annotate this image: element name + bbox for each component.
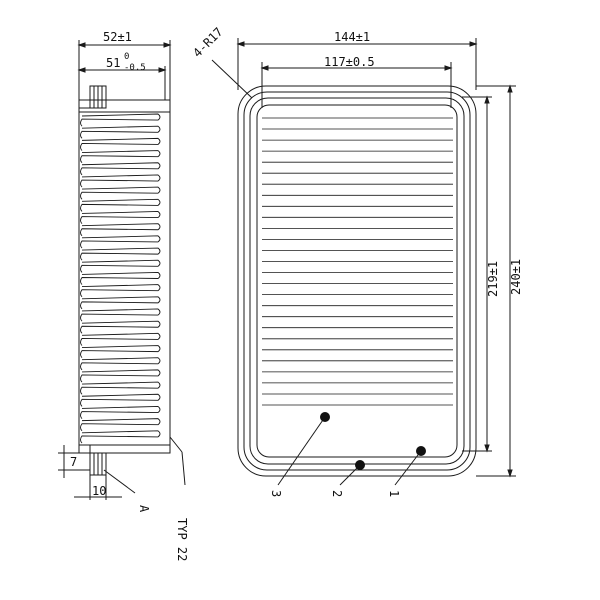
arrowhead xyxy=(484,95,490,104)
callout-label-1: 1 xyxy=(387,490,401,497)
leader-callout-3 xyxy=(277,416,326,486)
section-label-A: A xyxy=(137,505,151,513)
dim-label-overall-width: 52±1 xyxy=(103,30,132,44)
dim-label-inner-width-front: 117±0.5 xyxy=(324,55,375,69)
leader-typ xyxy=(169,436,183,453)
note-typ: TYP 22 xyxy=(175,518,189,561)
top-lip xyxy=(78,99,91,109)
front-pleats xyxy=(262,117,453,406)
dim-label-seal-width: 10 xyxy=(92,484,106,498)
arrowhead xyxy=(469,41,478,47)
leader-radius xyxy=(211,59,253,99)
dim-label-outer-width: 144±1 xyxy=(334,30,370,44)
pleats xyxy=(80,113,161,444)
dim-label-seal-height: 7 xyxy=(70,455,77,469)
frame-third xyxy=(249,97,465,465)
callout-dot-1 xyxy=(416,446,426,456)
arrowhead xyxy=(77,42,86,48)
arrowhead xyxy=(260,65,269,71)
arrowhead xyxy=(444,65,453,71)
dim-tol-upper: 0 xyxy=(124,52,129,62)
dim-label-inner-height: 219±1 xyxy=(486,261,500,297)
arrowhead xyxy=(507,469,513,478)
dim-tol-lower: -0.5 xyxy=(124,63,146,73)
dim-label-inner-width: 51 xyxy=(106,56,120,70)
arrowhead xyxy=(163,42,172,48)
leader-typ-tail xyxy=(181,451,186,486)
front-view xyxy=(211,38,516,486)
side-view xyxy=(58,40,186,500)
dim-label-radius: 4-R17 xyxy=(190,25,225,60)
arrowhead xyxy=(236,41,245,47)
callout-label-2: 2 xyxy=(330,490,344,497)
callout-dot-3 xyxy=(320,412,330,422)
callout-dot-2 xyxy=(355,460,365,470)
frame-outer xyxy=(237,85,477,477)
arrowhead xyxy=(507,84,513,93)
callout-label-3: 3 xyxy=(269,490,283,497)
leader-A xyxy=(103,469,136,494)
arrowhead xyxy=(77,67,86,73)
leader-callout-1 xyxy=(394,450,422,486)
side-body-outline xyxy=(78,99,171,454)
frame-second xyxy=(243,91,471,471)
frame-inner xyxy=(256,104,458,458)
arrowhead xyxy=(158,67,167,73)
dim-label-outer-height: 240±1 xyxy=(509,259,523,295)
bottom-lip xyxy=(78,444,91,454)
arrowhead xyxy=(484,444,490,453)
pleat-path xyxy=(80,113,161,444)
